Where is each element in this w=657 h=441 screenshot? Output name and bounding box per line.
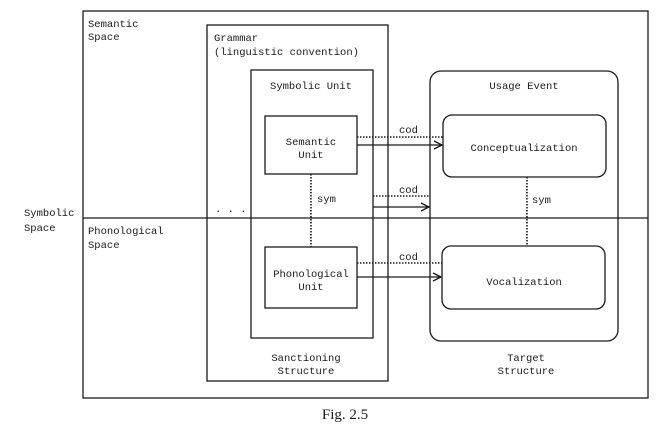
sym-label-grammar: sym xyxy=(317,194,336,206)
grammar-box xyxy=(206,24,389,382)
phonological-unit-label-1: Phonological xyxy=(273,269,349,281)
semantic-space-label-2: Space xyxy=(88,32,120,44)
phonological-unit-label-2: Unit xyxy=(298,282,323,294)
sanctioning-structure-label-2: Structure xyxy=(278,366,335,378)
semantic-space-label-1: Semantic xyxy=(88,19,138,31)
grammar-title-2: (linguistic convention) xyxy=(214,47,359,59)
semantic-unit-label-1: Semantic xyxy=(286,137,336,149)
target-structure-label-1: Target xyxy=(507,353,545,365)
vocalization-label: Vocalization xyxy=(486,277,562,289)
symbolic-space-label-2: Space xyxy=(24,223,56,235)
conceptualization-box xyxy=(442,114,607,178)
symbolic-unit-title: Symbolic Unit xyxy=(270,81,352,93)
sym-label-usage: sym xyxy=(532,195,551,207)
symbolic-unit-box xyxy=(250,69,374,339)
outer-frame xyxy=(82,10,649,399)
figure-caption: Fig. 2.5 xyxy=(322,407,368,423)
symbolic-space-label-1: Symbolic xyxy=(24,208,74,220)
semantic-unit-label-2: Unit xyxy=(298,150,323,162)
phonological-space-label-2: Space xyxy=(88,240,120,252)
sanctioning-structure-label-1: Sanctioning xyxy=(271,353,340,365)
cod-label-phonological: cod xyxy=(399,252,418,264)
usage-event-title: Usage Event xyxy=(489,81,558,93)
cod-label-semantic: cod xyxy=(399,125,418,137)
vocalization-box xyxy=(441,245,606,310)
grammar-ellipsis: . . . xyxy=(215,204,247,216)
usage-event-box xyxy=(429,70,619,342)
target-structure-label-2: Structure xyxy=(498,366,555,378)
conceptualization-label: Conceptualization xyxy=(470,143,577,155)
grammar-title-1: Grammar xyxy=(214,33,258,45)
phonological-space-label-1: Phonological xyxy=(88,226,164,238)
cod-label-symbolic: cod xyxy=(399,185,418,197)
